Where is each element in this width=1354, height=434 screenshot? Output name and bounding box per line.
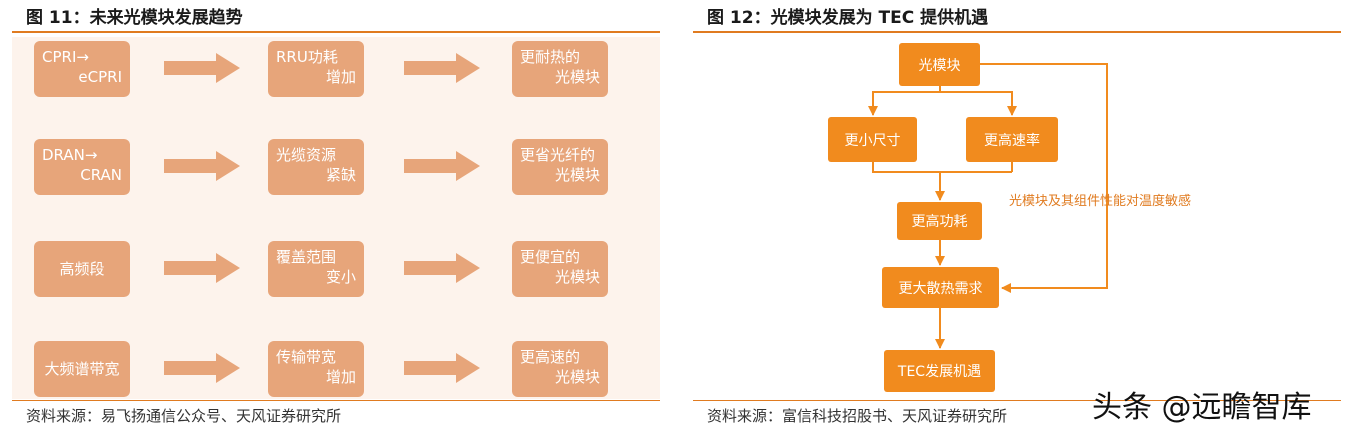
right-source-rule bbox=[693, 400, 1341, 401]
left-figure-panel: CPRI→ eCPRI RRU功耗 增加 更耐热的 光模块 DRAN→ CRAN… bbox=[12, 37, 660, 399]
node-optical-module: 光模块 bbox=[899, 43, 980, 86]
temperature-sensitivity-label: 光模块及其组件性能对温度敏感 bbox=[1009, 194, 1192, 209]
cause-line1: 大频谱带宽 bbox=[44, 360, 120, 378]
result-line2: 光模块 bbox=[554, 68, 600, 86]
watermark-text: 头条 @远瞻智库 bbox=[1092, 390, 1312, 425]
effect-line1: RRU功耗 bbox=[276, 48, 338, 66]
node-higher-power: 更高功耗 bbox=[897, 202, 982, 240]
effect-box: 传输带宽 增加 bbox=[268, 341, 364, 397]
cause-box: CPRI→ eCPRI bbox=[34, 41, 130, 97]
result-line1: 更耐热的 bbox=[520, 48, 581, 66]
result-line2: 光模块 bbox=[554, 368, 600, 386]
left-figure-source: 资料来源：易飞扬通信公众号、天风证券研究所 bbox=[26, 407, 342, 425]
effect-box: RRU功耗 增加 bbox=[268, 41, 364, 97]
cause-line1: CPRI→ bbox=[42, 48, 89, 66]
node-higher-rate: 更高速率 bbox=[966, 117, 1058, 162]
right-figure-source: 资料来源：富信科技招股书、天风证券研究所 bbox=[707, 407, 1008, 425]
effect-line2: 增加 bbox=[325, 68, 356, 86]
right-arrow-icon bbox=[164, 53, 240, 83]
node-smaller-size: 更小尺寸 bbox=[828, 117, 917, 162]
right-arrow-icon bbox=[404, 353, 480, 383]
left-figure-title: 图 11：未来光模块发展趋势 bbox=[26, 8, 243, 28]
effect-box: 覆盖范围 变小 bbox=[268, 241, 364, 297]
right-arrow-icon bbox=[164, 151, 240, 181]
effect-line1: 光缆资源 bbox=[276, 146, 337, 164]
connector-arrow bbox=[868, 86, 941, 116]
result-box: 更便宜的 光模块 bbox=[512, 241, 608, 297]
effect-line2: 变小 bbox=[325, 268, 356, 286]
result-box: 更耐热的 光模块 bbox=[512, 41, 608, 97]
connector-arrow bbox=[872, 162, 945, 201]
result-box: 更高速的 光模块 bbox=[512, 341, 608, 397]
cause-line1: DRAN→ bbox=[42, 146, 98, 164]
right-arrow-icon bbox=[164, 353, 240, 383]
effect-line1: 覆盖范围 bbox=[276, 248, 337, 266]
effect-line2: 增加 bbox=[325, 368, 356, 386]
result-line2: 光模块 bbox=[554, 268, 600, 286]
cause-line2: eCPRI bbox=[78, 68, 122, 86]
result-line1: 更高速的 bbox=[520, 348, 581, 366]
effect-line1: 传输带宽 bbox=[276, 348, 337, 366]
cause-box: 高频段 bbox=[34, 241, 130, 297]
right-figure-title: 图 12：光模块发展为 TEC 提供机遇 bbox=[707, 8, 989, 28]
right-arrow-icon bbox=[404, 151, 480, 181]
cause-box: 大频谱带宽 bbox=[34, 341, 130, 397]
node-larger-heat-demand: 更大散热需求 bbox=[882, 267, 999, 308]
result-line1: 更便宜的 bbox=[520, 248, 581, 266]
connector-arrow bbox=[940, 91, 1017, 116]
right-arrow-icon bbox=[404, 253, 480, 283]
left-title-rule bbox=[12, 31, 660, 33]
right-arrow-icon bbox=[164, 253, 240, 283]
right-title-rule bbox=[693, 31, 1341, 33]
cause-box: DRAN→ CRAN bbox=[34, 139, 130, 195]
result-line2: 光模块 bbox=[554, 166, 600, 184]
result-line1: 更省光纤的 bbox=[520, 146, 596, 164]
node-tec-opportunity: TEC发展机遇 bbox=[884, 350, 995, 392]
effect-line2: 紧缺 bbox=[325, 166, 356, 184]
left-source-rule bbox=[12, 400, 660, 401]
cause-line1: 高频段 bbox=[59, 260, 105, 278]
feedback-arrow bbox=[980, 63, 1108, 293]
result-box: 更省光纤的 光模块 bbox=[512, 139, 608, 195]
right-arrow-icon bbox=[404, 53, 480, 83]
effect-box: 光缆资源 紧缺 bbox=[268, 139, 364, 195]
cause-line2: CRAN bbox=[80, 166, 122, 184]
